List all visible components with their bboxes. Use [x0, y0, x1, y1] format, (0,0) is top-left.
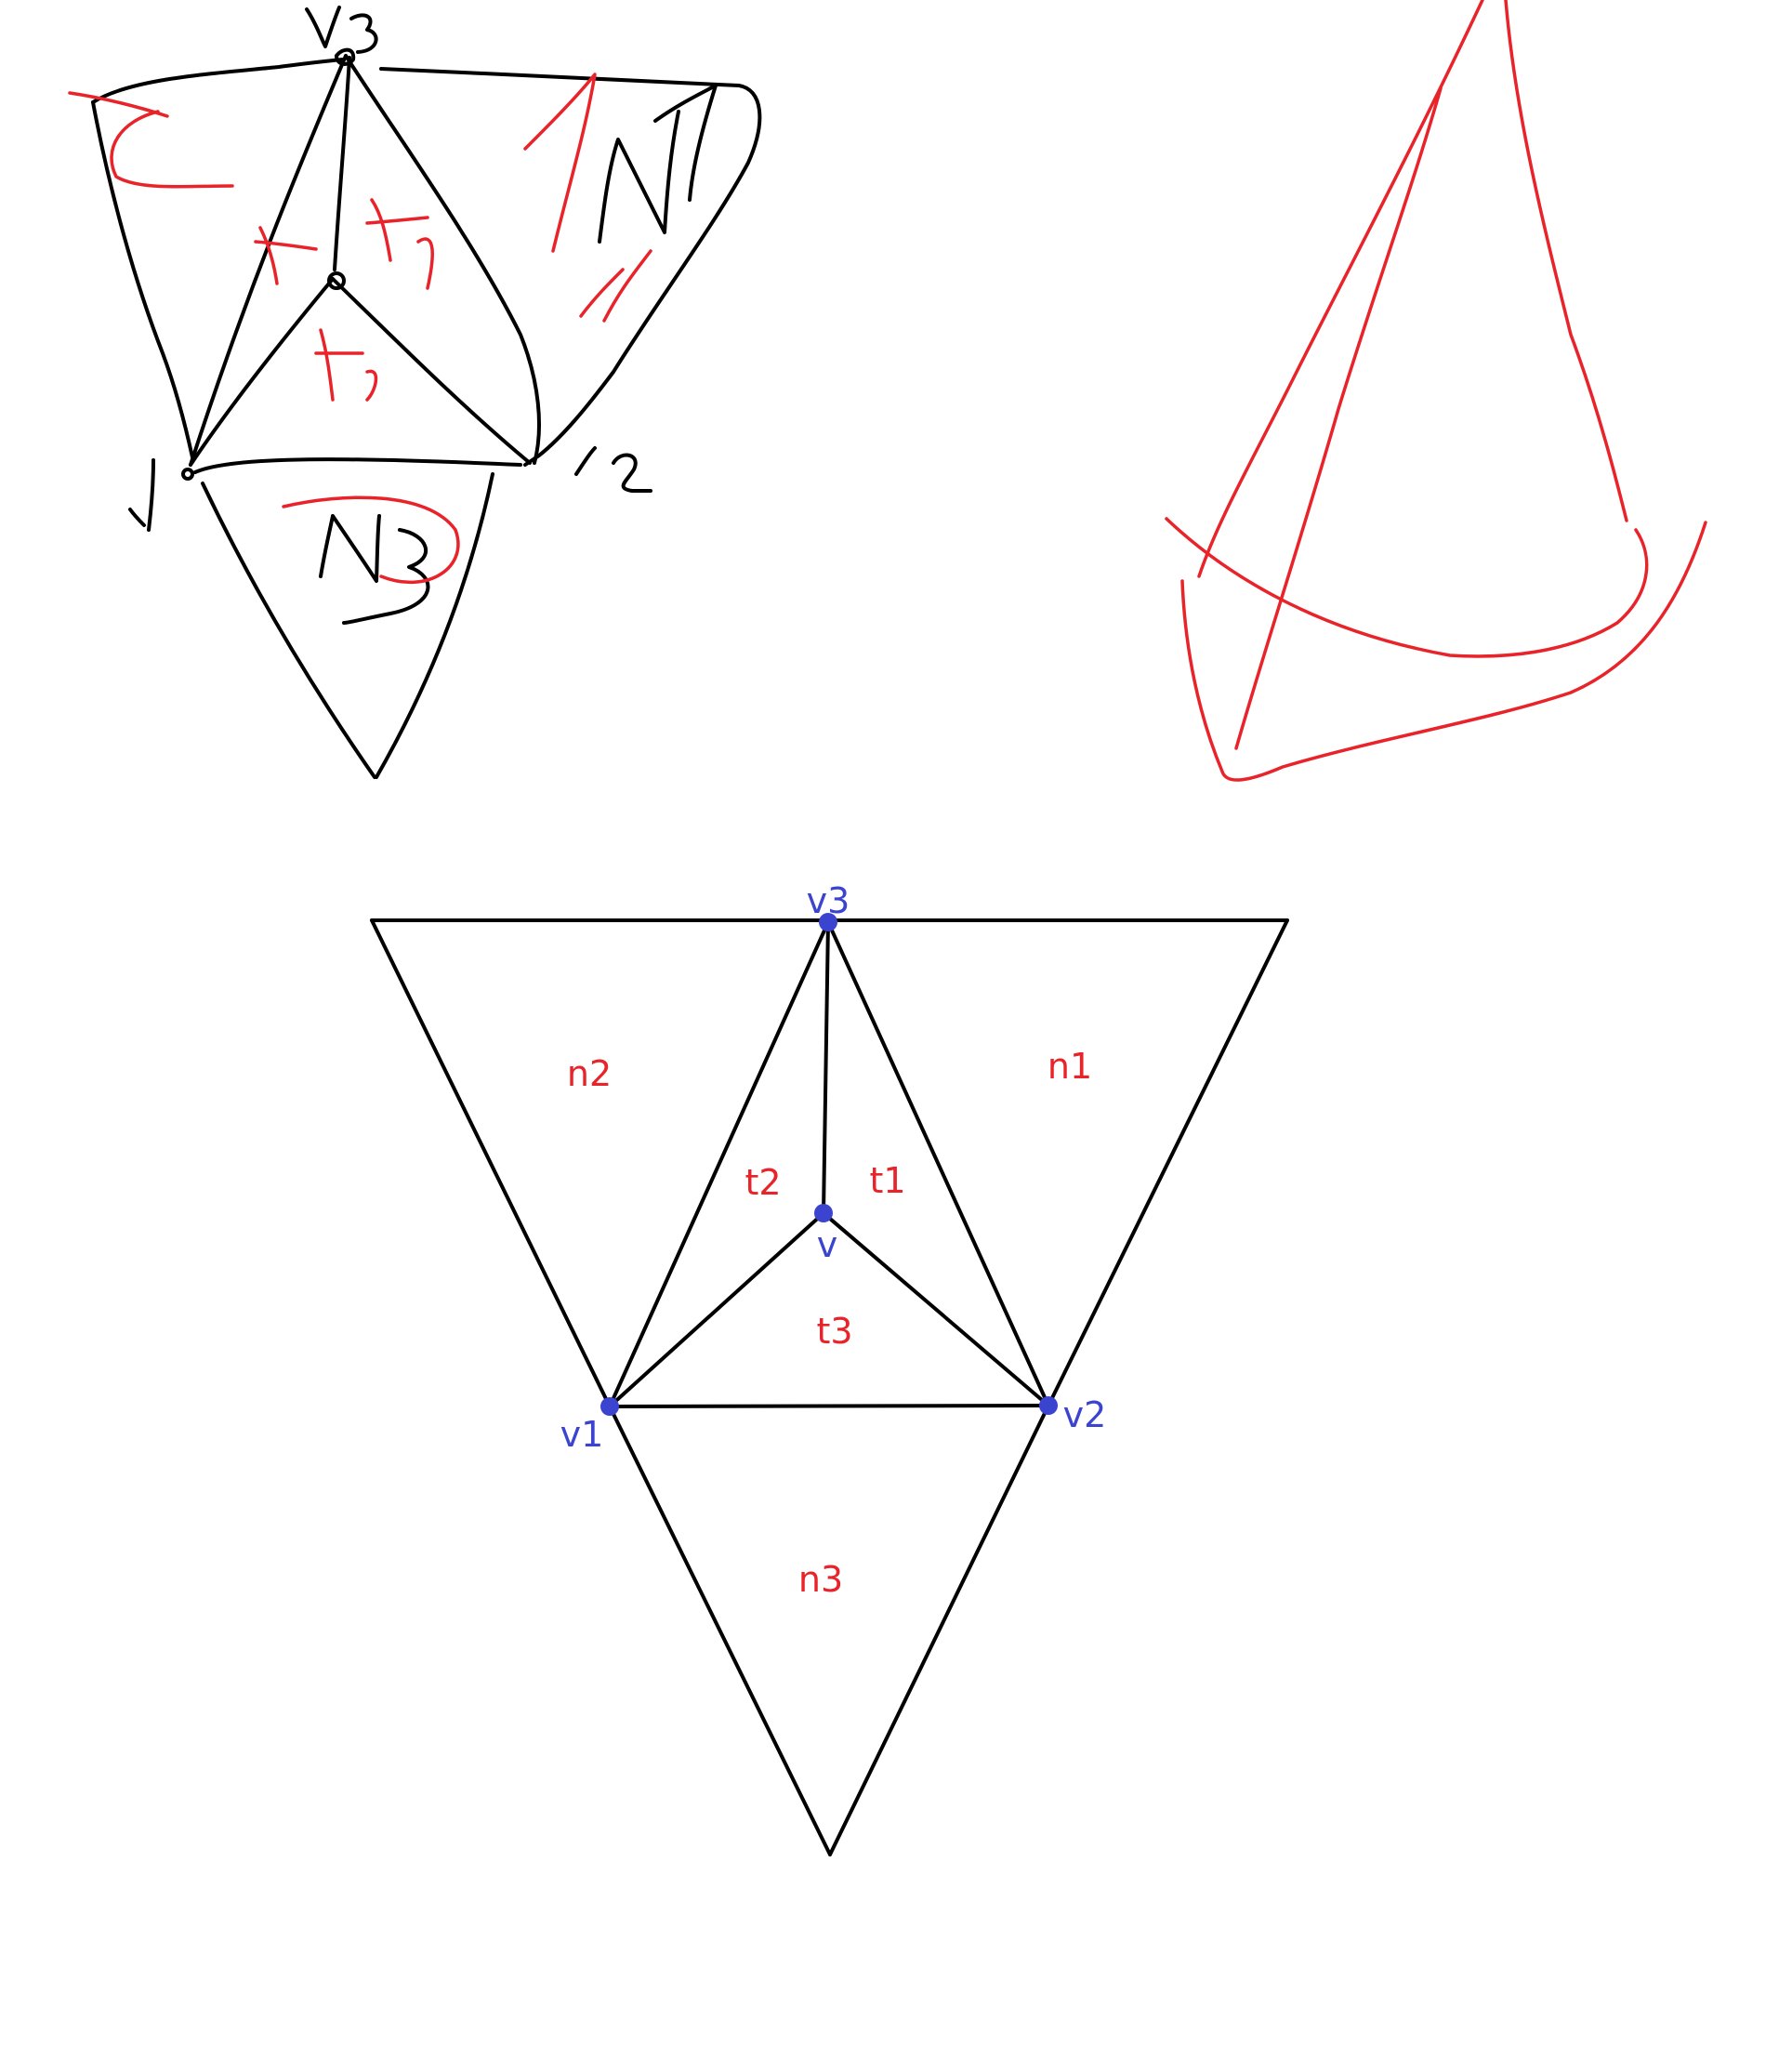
edge-v3-v2 — [826, 920, 1050, 1407]
vertex-label-v3: v3 — [807, 880, 850, 921]
region-label-t3: t3 — [816, 1311, 852, 1352]
region-label-n3: n3 — [798, 1559, 843, 1600]
sketch-v3-v2 — [344, 54, 541, 465]
region-label-n2: n2 — [567, 1053, 612, 1094]
diagram-region-labels: n2 n1 t2 t1 t3 n3 — [567, 1046, 1092, 1600]
edge-outer_tr-v2 — [1047, 918, 1289, 1407]
sketch-v1-v2 — [193, 457, 522, 474]
edge-v2-bottom — [828, 1404, 1050, 1856]
sketch-label-v1 — [128, 458, 155, 532]
sketch-n3-letters — [319, 514, 430, 625]
vertex-label-v1: v1 — [560, 1414, 604, 1455]
sketch-v3-center — [333, 56, 351, 271]
region-label-t2: t2 — [744, 1162, 781, 1203]
sketch-red-n1 — [523, 73, 652, 323]
edge-v1-bottom — [608, 1405, 832, 1856]
edge-v3-v1 — [608, 920, 830, 1408]
cone-left-line-2 — [1234, 86, 1443, 750]
sketch-center-v1 — [189, 277, 335, 467]
diagram-edges — [370, 918, 1289, 1856]
cone-base-inner — [1165, 517, 1649, 658]
sketch-bottom-left — [201, 482, 376, 779]
sketch-left-edge — [91, 100, 194, 459]
vertex-v1 — [600, 1397, 619, 1416]
sketch-bottom-right — [375, 472, 494, 779]
sketch-label-v3 — [305, 6, 378, 54]
sketch-red-t1 — [365, 198, 434, 290]
edge-outer_tl-v1 — [370, 918, 612, 1408]
edge-v-v2 — [822, 1211, 1050, 1407]
vertex-label-v: v — [817, 1224, 838, 1265]
sketch-n1-letters — [598, 84, 718, 244]
cone-left-line-1 — [1197, 0, 1484, 578]
sketch-v3-knot — [335, 47, 356, 66]
sketch-center-knot — [327, 271, 346, 290]
cone-right-line — [1504, 0, 1628, 522]
edge-v3-v — [822, 920, 830, 1215]
sketch-red-t3 — [314, 328, 378, 402]
vertex-v2 — [1039, 1396, 1058, 1415]
region-label-t1: t1 — [869, 1160, 905, 1201]
clean-diagram: n2 n1 t2 t1 t3 n3 v3 v v1 v2 — [370, 880, 1289, 1856]
diagram-vertex-labels: v3 v v1 v2 — [560, 880, 1107, 1455]
vertex-v — [814, 1204, 833, 1222]
sketch-label-v2 — [574, 446, 652, 493]
hand-sketch-net — [68, 6, 762, 779]
sketch-red-t2 — [254, 226, 318, 285]
edge-v-v1 — [608, 1211, 825, 1408]
sketch-v3-v1 — [189, 54, 348, 467]
sketch-red-n2-scribble — [68, 91, 234, 189]
region-label-n1: n1 — [1048, 1046, 1092, 1087]
vertex-label-v2: v2 — [1063, 1394, 1107, 1435]
diagram-vertices — [600, 913, 1058, 1416]
vertex-v3 — [819, 913, 837, 931]
sketch-center-v2 — [331, 277, 532, 465]
sketch-outer-outline — [91, 58, 762, 467]
cone-base-outer — [1180, 521, 1707, 782]
red-cone-sketch — [1165, 0, 1707, 782]
sketch-red-n3-loop — [282, 495, 460, 585]
sketch-v1-knot — [181, 468, 194, 481]
